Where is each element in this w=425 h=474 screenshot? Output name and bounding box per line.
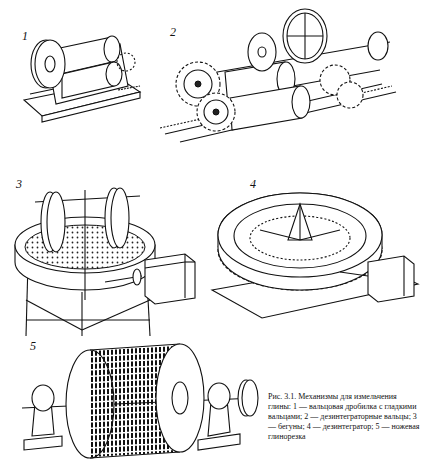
- callout-number: 4: [250, 178, 256, 190]
- drawing-stroke: [26, 300, 82, 330]
- knife-slat: [143, 348, 145, 454]
- drawing-stroke: [283, 9, 327, 63]
- knife-slat: [99, 351, 101, 457]
- drawing-stroke: [66, 350, 114, 458]
- knife-slat: [135, 348, 137, 454]
- roll-crusher: [24, 36, 140, 122]
- drawing-stroke: [403, 256, 404, 296]
- drawing-stroke: [300, 230, 340, 240]
- knife-slat: [107, 350, 109, 456]
- callout-number: 5: [30, 340, 36, 352]
- drawing-stroke: [368, 256, 414, 302]
- drawing-stroke: [287, 13, 323, 59]
- drawing-stroke: [299, 204, 300, 240]
- drawing-stroke: [340, 272, 368, 276]
- drawing-stroke: [218, 193, 382, 290]
- callout-number: 2: [170, 26, 176, 38]
- drawing-stroke: [234, 204, 366, 268]
- drawing-stroke: [337, 82, 363, 108]
- knife-slat: [111, 350, 113, 456]
- drawing-stroke: [84, 190, 85, 300]
- drawing-stroke: [156, 344, 204, 452]
- drawing-stroke: [288, 204, 312, 240]
- knife-slat: [147, 348, 149, 454]
- drawing-stroke: [111, 188, 129, 248]
- figure-caption: Рис. 3.1. Механизмы для измельчения глин…: [268, 392, 420, 442]
- drawing-stroke: [145, 262, 185, 268]
- drawing-stroke: [117, 53, 135, 71]
- callout-number: 1: [22, 30, 28, 42]
- drawing-stroke: [292, 86, 310, 118]
- knife-slat: [103, 350, 105, 456]
- drawing-stroke: [45, 56, 55, 72]
- drawing-stroke: [198, 434, 240, 450]
- drawing-stroke: [24, 436, 62, 450]
- drawing-stroke: [62, 62, 114, 98]
- drawing-stroke: [145, 254, 195, 304]
- knife-slat: [131, 349, 133, 455]
- knife-slat: [115, 350, 117, 456]
- drawing-stroke: [106, 62, 122, 86]
- drawing-stroke: [32, 385, 54, 411]
- drawing-stroke: [104, 36, 120, 62]
- drawing-stroke: [213, 109, 219, 115]
- knife-slat: [139, 348, 141, 454]
- knife-slat: [91, 351, 93, 457]
- drawing-stroke: [195, 81, 201, 87]
- drawing-stroke: [184, 70, 212, 98]
- drawing-stroke: [172, 382, 188, 414]
- drawing-stroke: [118, 86, 140, 90]
- knife-slat: [123, 349, 125, 455]
- knife-slat: [151, 347, 153, 453]
- knife-slat: [119, 349, 121, 455]
- drawing-stroke: [287, 35, 323, 36]
- drawing-stroke: [260, 230, 300, 240]
- drum-edge: [90, 344, 180, 350]
- drawing-stroke: [184, 254, 185, 298]
- drawing-stroke: [82, 300, 150, 330]
- drawing-stroke: [230, 86, 302, 130]
- drawing-stroke: [258, 47, 266, 57]
- drawing-stroke: [242, 380, 258, 416]
- drawing-stroke: [47, 192, 65, 252]
- drawing-stroke: [204, 100, 228, 124]
- disintegrator-rolls: [160, 9, 396, 142]
- knife-clay-cutter: [22, 344, 258, 458]
- disintegrator: [212, 193, 418, 318]
- drawing-stroke: [218, 193, 382, 277]
- drawing-stroke: [35, 40, 65, 88]
- drum-edge: [90, 452, 180, 458]
- drawing-stroke: [26, 319, 150, 320]
- drawing-stroke: [197, 93, 235, 131]
- drawing-stroke: [133, 269, 141, 285]
- edge-runner-mill: [15, 188, 195, 336]
- drawing-stroke: [368, 32, 388, 60]
- knife-slat: [127, 349, 129, 455]
- drawing-stroke: [208, 383, 230, 409]
- drawing-stroke: [248, 33, 276, 71]
- callout-number: 3: [16, 178, 22, 190]
- knife-slat: [95, 351, 97, 457]
- drawing-stroke: [185, 261, 195, 262]
